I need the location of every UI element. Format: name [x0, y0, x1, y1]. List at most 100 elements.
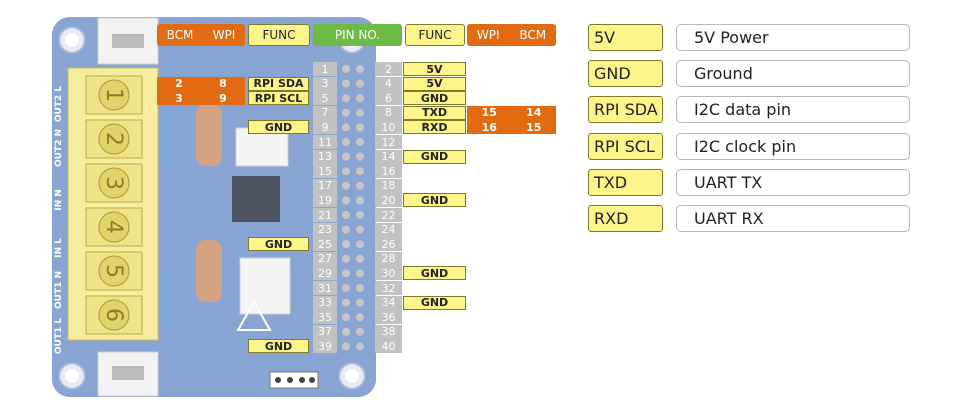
legend-value-3: I2C clock pin	[676, 132, 910, 160]
legend-key-1: GND	[588, 60, 663, 88]
legend-key-3: RPI SCL	[588, 132, 663, 160]
func-label-p8: TXD	[403, 105, 466, 120]
header-wpi-bcm-right: WPI BCM	[467, 24, 556, 46]
header-pin-dot	[342, 196, 350, 205]
pin-number-15: 15	[313, 164, 337, 179]
header-pin-dot	[356, 211, 364, 219]
pin-number-29: 29	[313, 266, 337, 281]
func-label-p3: RPI SDA	[248, 76, 309, 91]
bcm-p5: 3	[175, 91, 183, 105]
legend-key-4: TXD	[588, 168, 663, 196]
legend-value-1: Ground	[676, 60, 910, 88]
pin-number-38: 38	[375, 324, 402, 339]
header-pin-dot	[342, 211, 350, 219]
pin-number-5: 5	[313, 91, 337, 106]
header-pin-dot	[342, 225, 350, 234]
bcm-p10: 15	[526, 120, 542, 134]
pin-number-32: 32	[375, 281, 402, 295]
header-pin-dot	[342, 108, 350, 117]
header-pin-dot	[356, 123, 364, 132]
pin-number-23: 23	[313, 222, 337, 237]
pin-number-31: 31	[313, 281, 337, 295]
header-pin-dot	[342, 269, 350, 278]
terminal-screw	[98, 255, 130, 287]
pin-number-11: 11	[313, 135, 337, 149]
terminal-number-1: 1	[101, 88, 126, 102]
header-pin-dot	[356, 269, 364, 278]
pin-number-8: 8	[375, 105, 402, 120]
func-label-p39: GND	[248, 339, 309, 354]
terminal-screw	[98, 299, 130, 331]
header-pin-dot	[356, 196, 364, 205]
header-pin-dot	[356, 79, 364, 88]
header-pin-dot	[342, 342, 350, 351]
header-wpi-right: WPI	[476, 28, 500, 42]
legend-key-5: RXD	[588, 205, 663, 232]
terminal-number-6: 6	[101, 308, 126, 322]
pin-number-27: 27	[313, 251, 337, 266]
header-bcm-wpi-left: BCM WPI	[157, 24, 245, 46]
legend-value-0: 5V Power	[676, 24, 910, 51]
legend-key-2: RPI SDA	[588, 96, 663, 124]
pin-number-33: 33	[313, 295, 337, 310]
header-pin-dot	[356, 327, 364, 336]
pin-number-34: 34	[375, 295, 402, 310]
pin-number-16: 16	[375, 164, 402, 179]
func-label-p5: RPI SCL	[248, 91, 309, 106]
pin-number-18: 18	[375, 178, 402, 193]
header-pin-dot	[342, 152, 350, 161]
bcm-p8: 14	[526, 106, 542, 120]
header-pin-dot	[356, 138, 364, 146]
pin-number-12: 12	[375, 135, 402, 149]
side-label-out1-l: OUT1 L	[54, 317, 64, 355]
pin-number-19: 19	[313, 193, 337, 208]
header-wpi-left: WPI	[212, 28, 236, 42]
pin-number-17: 17	[313, 178, 337, 193]
header-pin-dot	[356, 167, 364, 176]
terminal-screw	[98, 123, 130, 155]
header-pin-dot	[342, 94, 350, 103]
header-pin-dot	[342, 254, 350, 263]
header-pin-dot	[356, 181, 364, 190]
header-bcm-right: BCM	[519, 28, 547, 42]
header-pin-dot	[342, 298, 350, 307]
header-pin-dot	[356, 108, 364, 117]
pin-number-36: 36	[375, 310, 402, 325]
header-pin-dot	[356, 152, 364, 161]
pin-number-25: 25	[313, 237, 337, 252]
header-pin-dot	[356, 240, 364, 249]
header-pin-dot	[342, 138, 350, 146]
terminal-number-2: 2	[101, 132, 126, 146]
legend-value-4: UART TX	[676, 168, 910, 196]
func-label-p34: GND	[403, 295, 466, 310]
terminal-screw	[98, 79, 130, 111]
func-label-p4: 5V	[403, 76, 466, 91]
header-pin-no: PIN NO.	[313, 24, 402, 46]
wpi-p8: 15	[481, 106, 497, 120]
pin-number-9: 9	[313, 120, 337, 135]
header-pin-dot	[342, 123, 350, 132]
terminal-number-4: 4	[101, 220, 126, 234]
side-label-out2-n: OUT2 N	[54, 128, 64, 168]
terminal-screw	[98, 167, 130, 199]
pin-number-21: 21	[313, 208, 337, 222]
pin-number-7: 7	[313, 105, 337, 120]
header-pin-dot	[342, 65, 350, 73]
pin-number-30: 30	[375, 266, 402, 281]
header-pin-dot	[356, 254, 364, 263]
header-pin-dot	[342, 284, 350, 292]
pin-number-14: 14	[375, 149, 402, 164]
relay-hat-board	[52, 17, 376, 397]
pin-number-40: 40	[375, 339, 402, 354]
func-label-p2: 5V	[403, 62, 466, 76]
pin-number-37: 37	[313, 324, 337, 339]
wpi-p5: 9	[219, 91, 227, 105]
header-pin-dot	[342, 167, 350, 176]
header-pin-dot	[356, 225, 364, 234]
header-pin-dot	[342, 181, 350, 190]
pin-number-39: 39	[313, 339, 337, 354]
terminal-screw	[98, 211, 130, 243]
header-pin-dot	[342, 79, 350, 88]
